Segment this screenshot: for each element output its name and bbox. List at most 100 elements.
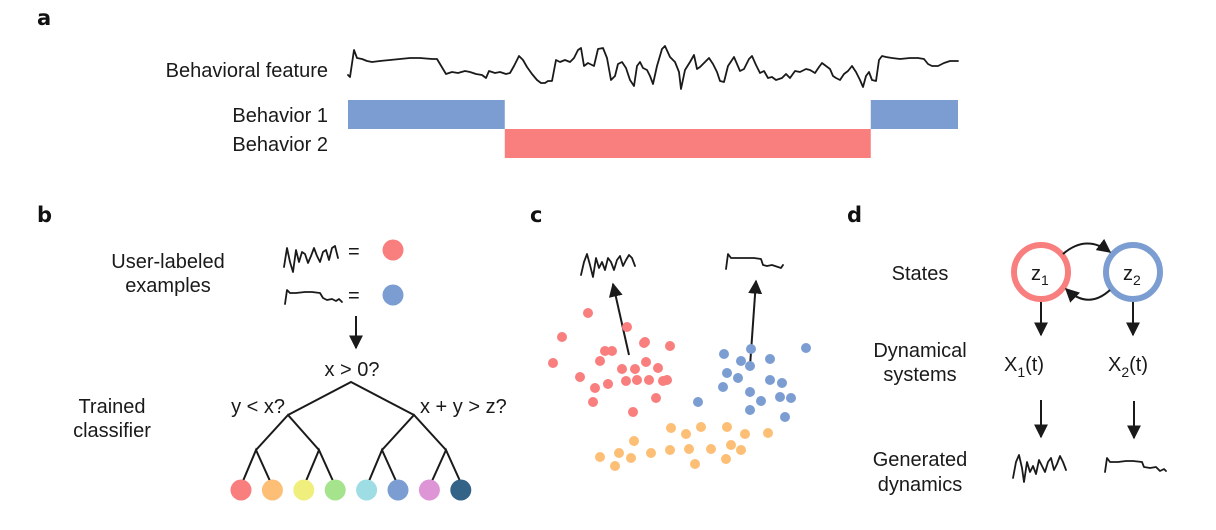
scatter-point-blue bbox=[718, 382, 728, 392]
leaf-class-5 bbox=[356, 479, 378, 501]
equals-sign-2: = bbox=[348, 285, 360, 307]
generated-trace-oscillatory bbox=[1012, 454, 1067, 483]
leaf-class-8 bbox=[450, 479, 472, 501]
state-z2-label: z2 bbox=[1123, 263, 1141, 288]
right-question: x + y > z? bbox=[420, 396, 507, 418]
example-trace-flat bbox=[284, 289, 343, 305]
example-label-dot-red bbox=[382, 239, 404, 261]
scatter-point-blue bbox=[745, 405, 755, 415]
classifier-label-line1: Trained bbox=[78, 396, 145, 418]
scatter-point-blue bbox=[722, 368, 732, 378]
scatter-point-blue bbox=[745, 361, 755, 371]
transition-arrow-z2-to-z1 bbox=[1064, 288, 1111, 303]
scatter-point-orange bbox=[726, 440, 736, 450]
scatter-point-blue bbox=[736, 356, 746, 366]
scatter-point-orange bbox=[763, 428, 773, 438]
scatter-point-orange bbox=[614, 448, 624, 458]
state-z1-label: z1 bbox=[1031, 263, 1049, 288]
panel-d: d States Dynamical systems Generated dyn… bbox=[847, 203, 1167, 496]
embedding-scatter bbox=[548, 308, 811, 471]
scatter-point-red bbox=[658, 376, 668, 386]
equals-sign-1: = bbox=[348, 241, 360, 263]
behavior-2-label: Behavior 2 bbox=[232, 134, 328, 156]
scatter-point-red bbox=[607, 346, 617, 356]
leaf-class-3 bbox=[293, 479, 315, 501]
left-question: y < x? bbox=[231, 396, 285, 418]
leaf-class-7 bbox=[418, 479, 440, 501]
scatter-point-blue bbox=[756, 396, 766, 406]
scatter-point-blue bbox=[801, 343, 811, 353]
scatter-point-orange bbox=[690, 459, 700, 469]
scatter-point-orange bbox=[684, 444, 694, 454]
scatter-point-blue bbox=[780, 412, 790, 422]
panel-label-a: a bbox=[37, 6, 51, 30]
scatter-point-blue bbox=[765, 375, 775, 385]
scatter-point-red bbox=[600, 346, 610, 356]
generated-label-line2: dynamics bbox=[878, 474, 962, 496]
generated-trace-flat bbox=[1104, 457, 1167, 473]
scatter-point-red bbox=[628, 407, 638, 417]
system-x1-label: X1(t) bbox=[1004, 354, 1044, 380]
scatter-point-blue bbox=[786, 393, 796, 403]
scatter-point-red bbox=[583, 308, 593, 318]
scatter-point-red bbox=[603, 379, 613, 389]
scatter-point-red bbox=[575, 372, 585, 382]
scatter-point-blue bbox=[765, 354, 775, 364]
scatter-point-blue bbox=[719, 349, 729, 359]
leaf-class-6 bbox=[387, 479, 409, 501]
dynamical-label-line2: systems bbox=[883, 364, 956, 386]
scatter-point-orange bbox=[665, 445, 675, 455]
scatter-point-orange bbox=[666, 423, 676, 433]
arrow-red-cluster-to-trace bbox=[608, 282, 630, 356]
transition-arrow-z1-to-z2 bbox=[1062, 238, 1112, 255]
panel-label-d: d bbox=[847, 203, 862, 227]
panel-a: a Behavioral feature Behavior 1 Behavior… bbox=[37, 6, 959, 158]
scatter-point-orange bbox=[721, 454, 731, 464]
state-circle-z2 bbox=[1103, 242, 1163, 302]
scatter-point-red bbox=[595, 356, 605, 366]
panel-c: c bbox=[530, 203, 811, 471]
scatter-point-red bbox=[632, 375, 642, 385]
root-question: x > 0? bbox=[324, 359, 379, 381]
states-label: States bbox=[892, 263, 949, 285]
scatter-point-red bbox=[590, 383, 600, 393]
scatter-point-orange bbox=[681, 429, 691, 439]
scatter-point-orange bbox=[595, 452, 605, 462]
scatter-point-orange bbox=[610, 461, 620, 471]
scatter-point-orange bbox=[722, 422, 732, 432]
scatter-point-blue bbox=[777, 378, 787, 388]
scatter-point-blue bbox=[745, 387, 755, 397]
scatter-point-blue bbox=[693, 397, 703, 407]
leaf-class-4 bbox=[324, 479, 346, 501]
scatter-point-red bbox=[644, 375, 654, 385]
cluster-trace-oscillatory bbox=[580, 253, 636, 278]
scatter-point-red bbox=[622, 322, 632, 332]
classifier-label-line2: classifier bbox=[73, 420, 151, 442]
scatter-point-red bbox=[653, 363, 663, 373]
scatter-point-red bbox=[630, 364, 640, 374]
scatter-point-red bbox=[621, 376, 631, 386]
panel-label-c: c bbox=[530, 203, 542, 227]
scatter-point-orange bbox=[706, 444, 716, 454]
decision-tree-edges bbox=[242, 380, 461, 482]
behavior-1-label: Behavior 1 bbox=[232, 105, 328, 127]
scatter-point-red bbox=[640, 337, 650, 347]
decision-tree-leaves bbox=[230, 479, 472, 501]
scatter-point-red bbox=[548, 358, 558, 368]
example-label-dot-blue bbox=[382, 284, 404, 306]
generated-label-line1: Generated bbox=[873, 449, 968, 471]
scatter-point-red bbox=[651, 393, 661, 403]
scatter-point-blue bbox=[746, 344, 756, 354]
scatter-point-orange bbox=[629, 436, 639, 446]
examples-label-line1: User-labeled bbox=[111, 251, 224, 273]
leaf-class-1 bbox=[230, 479, 252, 501]
scatter-point-red bbox=[557, 332, 567, 342]
scatter-point-orange bbox=[736, 445, 746, 455]
state-circle-z1 bbox=[1011, 242, 1071, 302]
scatter-point-red bbox=[588, 397, 598, 407]
scatter-point-red bbox=[617, 364, 627, 374]
scatter-point-orange bbox=[626, 453, 636, 463]
scatter-point-red bbox=[665, 341, 675, 351]
behavior-2-segment bbox=[504, 129, 871, 158]
